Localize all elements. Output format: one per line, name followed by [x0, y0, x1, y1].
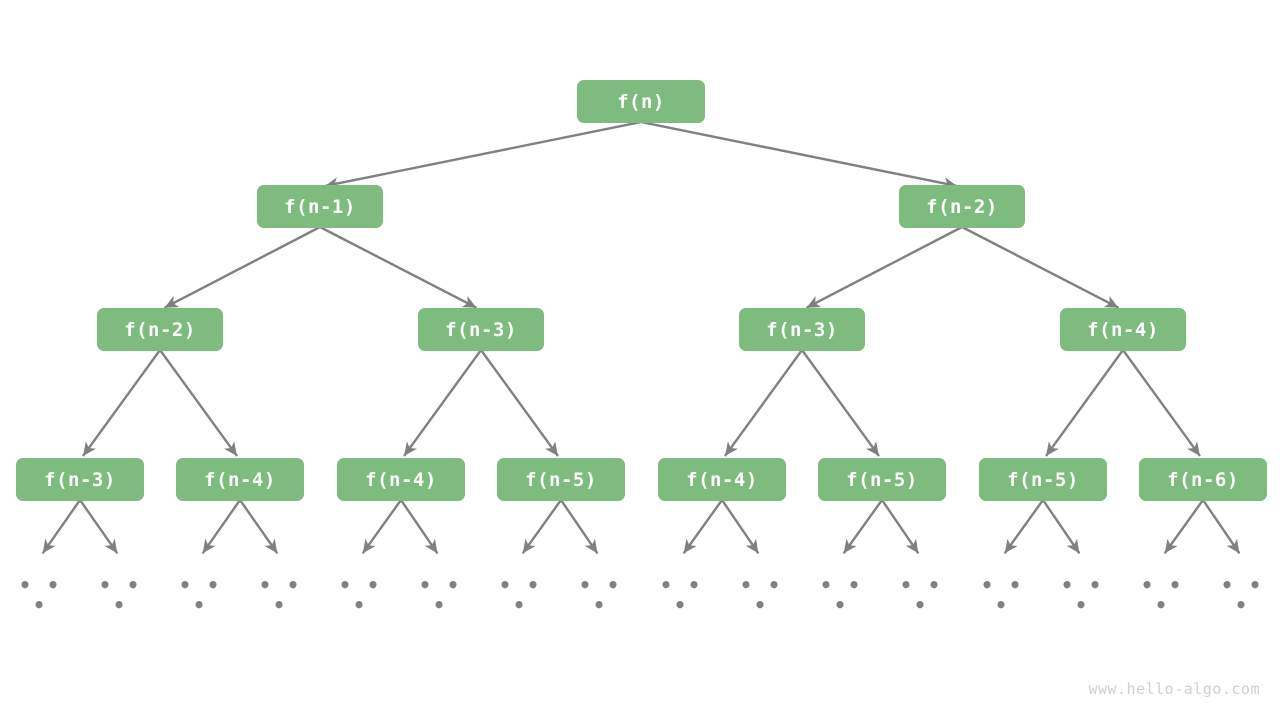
- ellipsis-marker: • • •: [418, 573, 462, 617]
- tree-edge: [806, 225, 964, 309]
- tree-edge: [1121, 348, 1201, 457]
- ellipsis-marker: • • •: [578, 573, 622, 617]
- ellipsis-marker: • • •: [659, 573, 703, 617]
- ellipsis-marker: • • •: [258, 573, 302, 617]
- tree-node: f(n-4): [176, 458, 304, 501]
- tree-node: f(n-4): [1060, 308, 1186, 351]
- tree-edge: [399, 498, 439, 554]
- tree-edge: [880, 498, 920, 554]
- tree-node: f(n-3): [739, 308, 865, 351]
- tree-edge: [683, 498, 724, 554]
- ellipsis-marker: • • •: [819, 573, 863, 617]
- tree-edge: [800, 348, 880, 457]
- tree-edge: [82, 348, 162, 457]
- tree-edge: [1004, 498, 1045, 554]
- tree-node: f(n-2): [899, 185, 1025, 228]
- tree-node: f(n-3): [418, 308, 544, 351]
- tree-node: f(n-4): [658, 458, 786, 501]
- tree-edge: [479, 348, 559, 457]
- tree-edge: [720, 498, 760, 554]
- tree-node: f(n): [577, 80, 705, 123]
- ellipsis-marker: • • •: [178, 573, 222, 617]
- tree-edge: [1164, 498, 1205, 554]
- ellipsis-marker: • • •: [498, 573, 542, 617]
- tree-edge: [158, 348, 238, 457]
- tree-node: f(n-1): [257, 185, 383, 228]
- tree-node: f(n-6): [1139, 458, 1267, 501]
- tree-node: f(n-3): [16, 458, 144, 501]
- tree-edge: [324, 120, 643, 190]
- tree-edge: [522, 498, 563, 554]
- tree-edge: [843, 498, 884, 554]
- tree-edge: [559, 498, 599, 554]
- tree-node: f(n-5): [979, 458, 1107, 501]
- tree-edge: [639, 120, 958, 190]
- tree-node: f(n-2): [97, 308, 223, 351]
- tree-edge: [403, 348, 483, 457]
- ellipsis-marker: • • •: [18, 573, 62, 617]
- ellipsis-marker: • • •: [980, 573, 1024, 617]
- tree-edge: [201, 498, 242, 554]
- tree-edge: [42, 498, 82, 554]
- tree-edge: [362, 498, 403, 554]
- edges: [42, 120, 1241, 554]
- tree-edge: [724, 348, 804, 457]
- ellipsis-marker: • • •: [1140, 573, 1184, 617]
- ellipsis-marker: • • •: [98, 573, 142, 617]
- ellipsis-marker: • • •: [739, 573, 783, 617]
- tree-node: f(n-5): [497, 458, 625, 501]
- ellipsis-marker: • • •: [1220, 573, 1264, 617]
- tree-edge: [1041, 498, 1081, 554]
- tree-node: f(n-5): [818, 458, 946, 501]
- ellipsis-marker: • • •: [899, 573, 943, 617]
- tree-edge: [1201, 498, 1241, 554]
- watermark: www.hello-algo.com: [1088, 680, 1260, 698]
- tree-edge: [164, 225, 322, 309]
- ellipsis-marker: • • •: [1060, 573, 1104, 617]
- tree-edge: [960, 225, 1119, 309]
- tree-edge: [78, 498, 119, 554]
- tree-edge: [1045, 348, 1125, 457]
- tree-edge: [238, 498, 278, 554]
- tree-node: f(n-4): [337, 458, 465, 501]
- ellipsis-marker: • • •: [338, 573, 382, 617]
- tree-edge: [318, 225, 477, 309]
